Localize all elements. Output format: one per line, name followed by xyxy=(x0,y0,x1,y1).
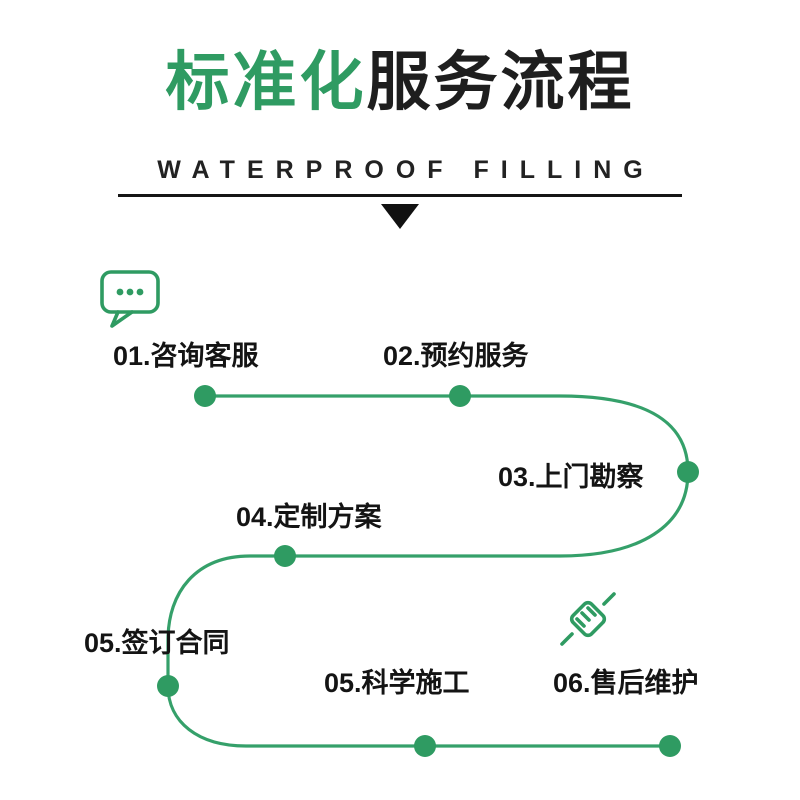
title-rest: 服务流程 xyxy=(366,46,635,118)
flow-path xyxy=(166,394,690,748)
step-dot xyxy=(677,461,699,483)
step-dot xyxy=(659,735,681,757)
step-label-01: 01.咨询客服 xyxy=(113,341,259,371)
subtitle: WATERPROOF FILLING xyxy=(157,156,655,184)
step-dot xyxy=(274,545,296,567)
step-dot xyxy=(414,735,436,757)
step-label-05b: 05.科学施工 xyxy=(324,668,470,698)
divider-line xyxy=(118,194,682,197)
down-triangle-icon xyxy=(381,204,419,229)
chat-bubble-icon xyxy=(100,270,160,328)
page-title: 标准化服务流程 xyxy=(0,44,800,121)
step-label-04: 04.定制方案 xyxy=(236,502,382,532)
step-dot xyxy=(194,385,216,407)
step-label-05: 05.签订合同 xyxy=(84,628,230,658)
step-label-02: 02.预约服务 xyxy=(383,341,529,371)
handshake-icon xyxy=(560,592,616,646)
step-label-03: 03.上门勘察 xyxy=(498,462,644,492)
step-dot xyxy=(157,675,179,697)
step-dot xyxy=(449,385,471,407)
step-label-06: 06.售后维护 xyxy=(553,668,699,698)
title-highlight: 标准化 xyxy=(165,46,367,118)
